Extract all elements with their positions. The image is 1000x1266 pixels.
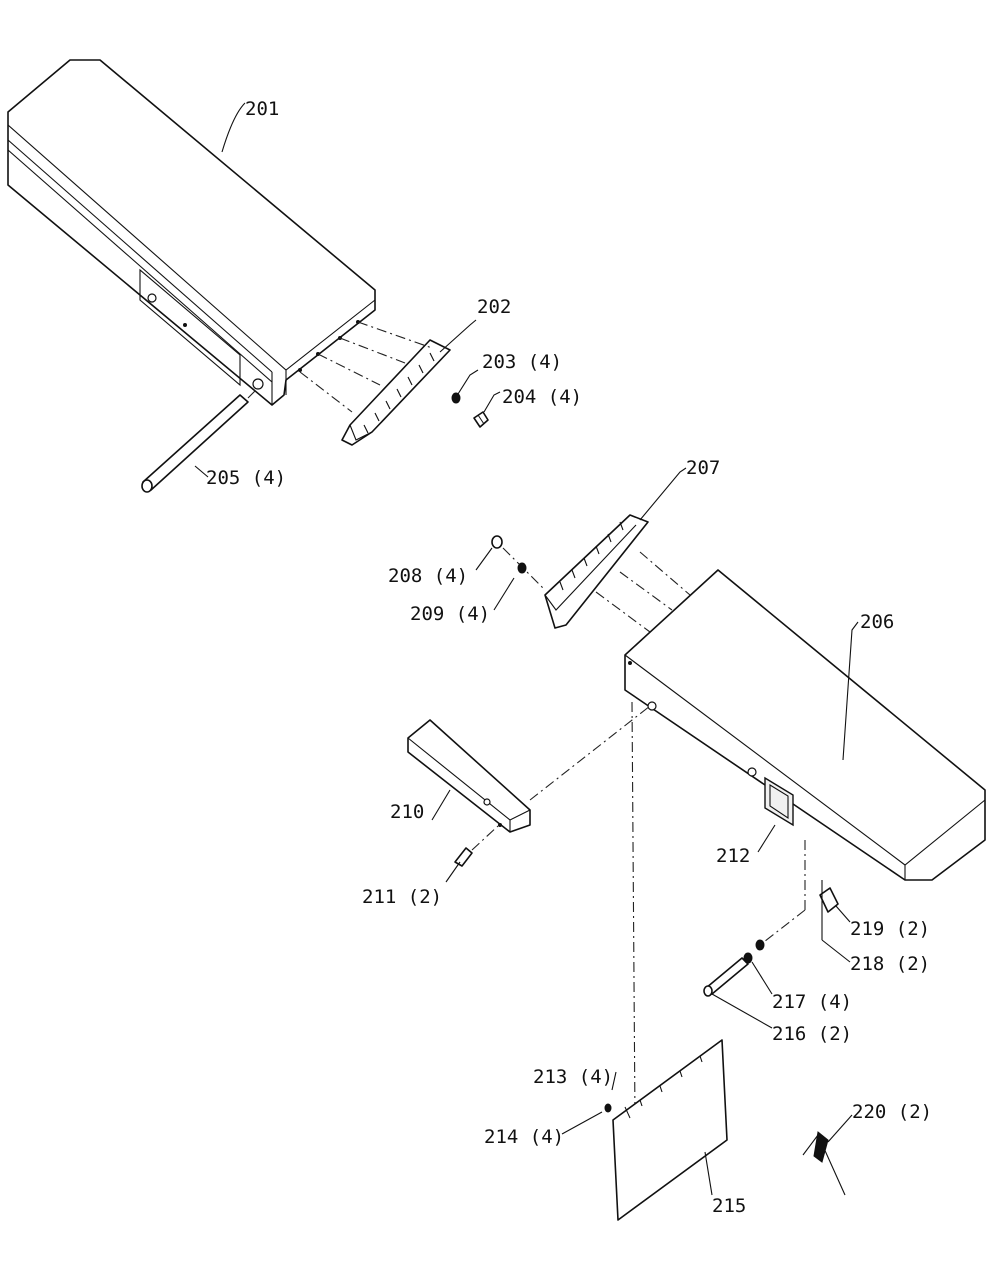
leader-lines: [194, 102, 859, 1196]
part-208-bolt: [491, 535, 546, 591]
part-214-washer: [604, 1103, 612, 1113]
part-215-ticks: [639, 1055, 703, 1107]
label-210: 210: [390, 801, 424, 823]
label-201: 201: [245, 98, 279, 120]
part-202-teeth: [363, 352, 435, 434]
part-207-teeth: [559, 521, 624, 591]
label-206: 206: [860, 611, 894, 633]
part-202-rail-bracket: [341, 339, 451, 446]
part-211-screw: [454, 825, 499, 867]
label-205: 205 (4): [206, 467, 286, 489]
alignment-lines-207-206: [595, 551, 691, 633]
label-211: 211 (2): [362, 886, 442, 908]
label-204: 204 (4): [502, 386, 582, 408]
label-220: 220 (2): [852, 1101, 932, 1123]
label-209: 209 (4): [410, 603, 490, 625]
part-215-scale-plate: [612, 1039, 728, 1221]
part-218-fastener: [759, 840, 806, 946]
alignment-lines-201-202: [299, 321, 433, 413]
part-217-washer: [743, 939, 765, 964]
label-219: 219 (2): [850, 918, 930, 940]
alignment-line-vertical: [631, 701, 636, 1121]
part-220-bracket: [802, 1131, 846, 1196]
label-213: 213 (4): [533, 1066, 613, 1088]
part-labels: 201 202 203 (4) 204 (4) 205 (4) 206 207 …: [206, 98, 932, 1217]
label-217: 217 (4): [772, 991, 852, 1013]
part-209-washer: [517, 562, 527, 574]
part-203-washer: [451, 392, 461, 404]
label-216: 216 (2): [772, 1023, 852, 1045]
part-207-rail-bracket: [544, 514, 649, 629]
label-212: 212: [716, 845, 750, 867]
part-205-rod: [141, 387, 259, 493]
label-207: 207: [686, 457, 720, 479]
label-218: 218 (2): [850, 953, 930, 975]
label-215: 215: [712, 1195, 746, 1217]
part-210-end-cap: [407, 705, 651, 833]
part-201-extension-table: [7, 59, 376, 406]
part-213-screw: [624, 1106, 631, 1119]
label-203: 203 (4): [482, 351, 562, 373]
part-219-clip: [819, 880, 839, 940]
label-202: 202: [477, 296, 511, 318]
label-208: 208 (4): [388, 565, 468, 587]
part-216-bolt: [703, 957, 749, 997]
part-204-screw: [473, 411, 489, 428]
label-214: 214 (4): [484, 1126, 564, 1148]
part-206-extension-table: [624, 569, 986, 881]
